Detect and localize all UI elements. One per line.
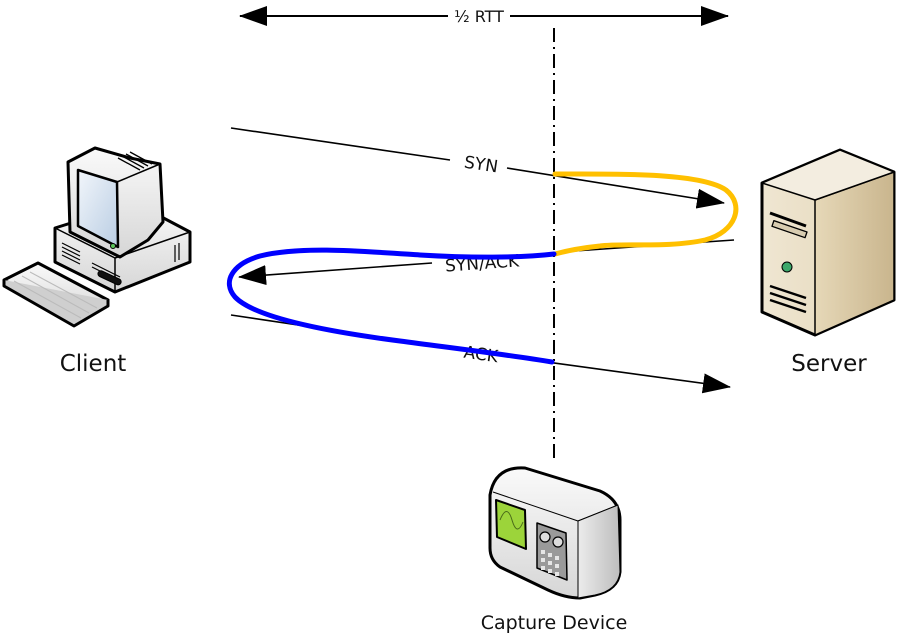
server-tower-icon [760,148,896,337]
server-label: Server [791,351,867,377]
rtt-label: ½ RTT [454,7,504,26]
syn-label: SYN [463,153,499,178]
client-rtt-path [226,247,557,365]
client-computer-icon [2,146,192,328]
server-rtt-path [552,171,739,257]
capture-device-label: Capture Device [481,612,628,634]
client-label: Client [60,351,127,377]
capture-device-icon [488,466,622,600]
syn-message-arrow [230,127,725,209]
